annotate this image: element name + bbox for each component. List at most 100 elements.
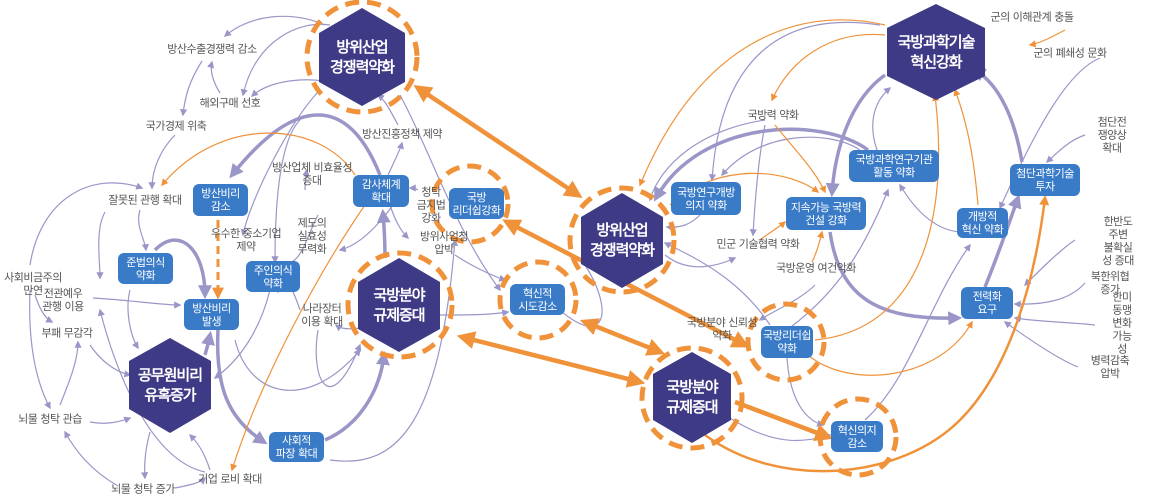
label-koneps-expansion: 나라장터 이용 확대	[301, 302, 343, 328]
label-alliance-change: 한미동맹 변화가능성	[1112, 290, 1132, 356]
edge-thick	[324, 350, 390, 442]
edge	[749, 124, 766, 237]
hub-hexagon	[581, 193, 663, 288]
edge	[271, 119, 301, 264]
edge	[213, 289, 271, 379]
edge	[174, 476, 207, 489]
edge-orange	[638, 19, 886, 187]
label-civil-military-cooperation: 민군 기술협력 약화	[716, 237, 800, 251]
label-bribery-custom: 뇌물 청탁 관습	[18, 412, 82, 426]
edge	[138, 209, 150, 252]
edge	[207, 60, 221, 94]
label-military-closed-culture: 군의 폐쇄성 문화	[1033, 46, 1107, 60]
edge	[1003, 321, 1079, 368]
node-defense-corruption-occurrence: 방산비리 발생	[184, 299, 239, 330]
edge	[1013, 315, 1096, 326]
edge	[234, 339, 361, 391]
highlight-ring	[345, 250, 455, 360]
edge	[376, 94, 399, 126]
hub-defense-regulation-right: 국방분야 규제증대	[666, 378, 718, 416]
edge	[708, 21, 881, 182]
highlight-ring	[567, 185, 677, 295]
node-advanced-tech-investment: 첨단과학기술 투자	[1010, 164, 1080, 196]
edge-thick	[828, 231, 963, 326]
edge	[786, 357, 825, 427]
label-north-korea-threat: 북한위협 증가	[1090, 270, 1130, 296]
edge-orange	[814, 93, 940, 341]
label-corruption-insensitivity: 부패 무감각	[41, 326, 93, 340]
highlight-ring	[745, 301, 827, 383]
node-defense-leadership-strengthening: 국방 리더쉽강화	[449, 188, 504, 219]
edge	[29, 182, 144, 266]
label-troop-reduction-pressure: 병력감축 압박	[1090, 354, 1130, 380]
edge	[89, 344, 132, 378]
hub-hexagon	[319, 8, 405, 106]
edge	[92, 297, 182, 309]
node-defense-research-institute-activity: 국방과학연구기관 활동 약화	[849, 150, 939, 182]
highlight-ring	[304, 0, 420, 115]
edge-orange	[953, 88, 979, 206]
label-defense-trust-weakening: 국방분야 신뢰성 약화	[686, 316, 758, 342]
label-bribery-increase: 뇌물 청탁 증가	[111, 482, 175, 496]
edge	[96, 211, 106, 280]
edge	[721, 136, 861, 177]
edge-orange	[807, 320, 973, 376]
edge	[64, 430, 119, 487]
edge	[329, 238, 459, 462]
hub-defense-tech-innovation: 국방과학기술 혁신강화	[897, 33, 976, 71]
label-dapa-pressure: 방위사업청 압박	[419, 230, 469, 256]
hub-hexagon	[358, 258, 440, 352]
node-sustainable-defense-buildup: 지속가능 국방력 건설 강화	[786, 197, 866, 230]
label-wrong-practice-expansion: 잘못된 관행 확대	[108, 193, 182, 207]
label-revolving-door: 전관예우 관행 이용	[42, 287, 84, 313]
hub-hexagon	[887, 4, 985, 100]
label-military-conflict-of-interest: 군의 이해관계 충돌	[990, 10, 1074, 24]
edge-orange	[771, 33, 886, 102]
edge	[127, 289, 139, 350]
edge	[34, 294, 54, 323]
edge-orange	[759, 221, 787, 241]
highlight-ring	[817, 396, 899, 478]
node-ownership-weakening: 주인의식 약화	[246, 261, 300, 292]
edge	[334, 324, 361, 332]
hub-hexagon	[129, 338, 211, 433]
label-sme-restriction: 우수한 중소기업 제약	[210, 227, 282, 253]
node-innovation-will-decrease: 혁신의지 감소	[831, 421, 883, 452]
edge-orange-thick	[579, 318, 666, 356]
edge	[59, 340, 82, 406]
highlight-ring	[639, 345, 745, 451]
label-promotion-policy-restriction: 방산진흥정책 제약	[362, 127, 442, 141]
edge-orange-thick	[456, 331, 646, 388]
label-anti-graft-law: 청탁 금지법 강화	[416, 185, 446, 225]
edge-thick	[653, 127, 870, 202]
node-defense-leadership-weakening: 국방리더쉽 약화	[761, 326, 813, 358]
edge-thick	[201, 330, 215, 356]
hub-defense-industry-competitiveness-top: 방위산업 경쟁력약화	[329, 38, 395, 76]
node-force-integration-demand: 전력화 요구	[961, 287, 1013, 319]
highlight-ring	[429, 163, 511, 245]
node-compliance-weakening: 준법의식 약화	[118, 253, 173, 284]
edge-orange	[230, 204, 366, 472]
edge	[179, 60, 203, 117]
edge-thick	[153, 238, 212, 300]
edge	[872, 87, 892, 151]
label-peninsula-uncertainty: 한반도주변 불확실성 증대	[1102, 215, 1134, 267]
label-advanced-warfare: 첨단전쟁양상 확대	[1097, 115, 1127, 155]
edge	[1045, 134, 1086, 163]
label-corporate-lobby: 기업 로비 확대	[198, 472, 262, 486]
node-innovative-attempt-decrease: 혁신적 시도감소	[510, 284, 565, 315]
edge	[454, 254, 507, 282]
edge	[140, 431, 151, 480]
node-defense-research-openness: 국방연구개방 의지 약화	[671, 182, 741, 215]
edge-orange	[161, 132, 356, 187]
node-defense-corruption-decrease: 방산비리 감소	[193, 184, 248, 216]
edge	[29, 289, 51, 410]
hub-defense-industry-competitiveness-center: 방위산업 경쟁력약화	[589, 221, 655, 259]
edge-orange-thick	[413, 84, 583, 199]
node-audit-expansion: 감사체계 확대	[353, 175, 409, 207]
edge-thick	[229, 113, 382, 179]
edge	[899, 183, 961, 233]
edge-orange-curve	[704, 195, 1050, 473]
hub-hexagon	[653, 352, 731, 443]
